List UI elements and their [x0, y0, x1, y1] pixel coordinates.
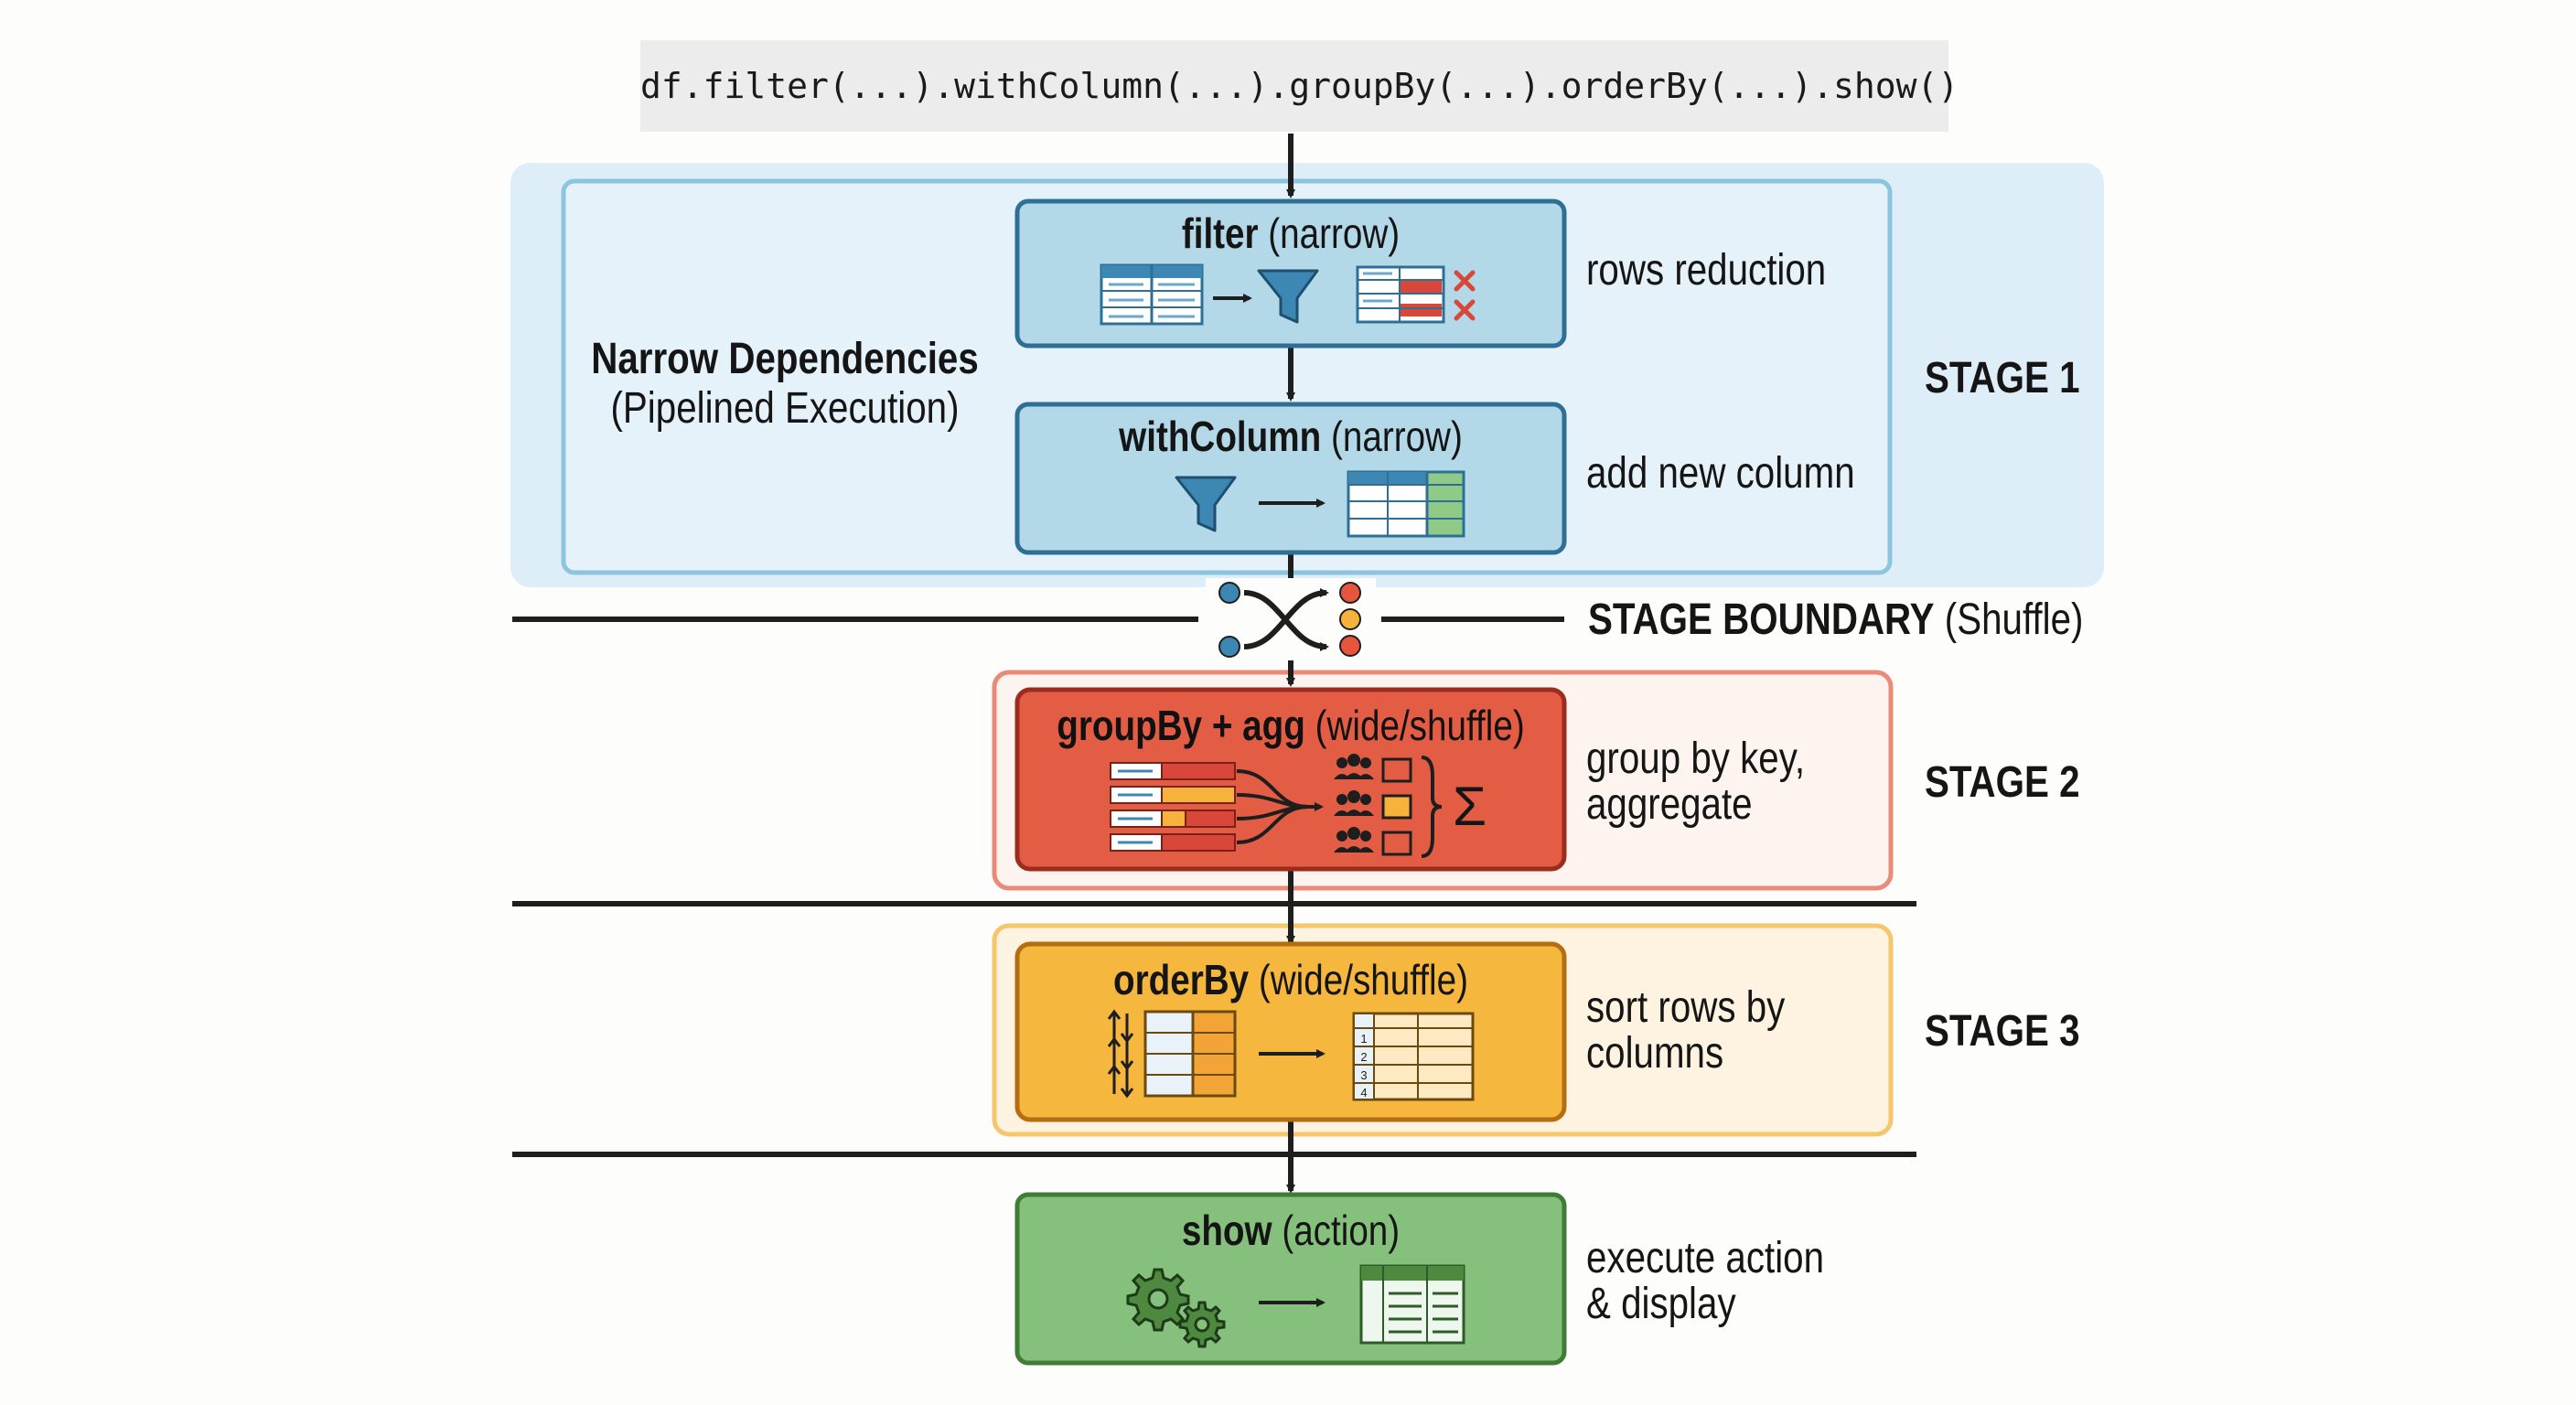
- rank-4: 4: [1360, 1086, 1367, 1099]
- sort-arrows-icon: [1107, 1009, 1134, 1099]
- boundary-text: STAGE BOUNDARY: [1588, 595, 1935, 644]
- group-title: Narrow Dependencies: [591, 335, 979, 383]
- narrow-dependencies-title: Narrow Dependencies: [591, 335, 979, 384]
- rank-2: 2: [1360, 1050, 1367, 1064]
- shuffle-icon: [1206, 578, 1376, 660]
- orderby-title: orderBy (wide/shuffle): [1113, 955, 1468, 1004]
- groupby-box: [1014, 687, 1567, 872]
- filter-op: filter: [1181, 209, 1259, 257]
- groupby-kind: (wide/shuffle): [1315, 702, 1525, 749]
- gears-icon: [1126, 1268, 1226, 1348]
- show-op: show: [1181, 1207, 1272, 1254]
- x-mark-icon: [1454, 270, 1476, 321]
- table-new-column-icon: [1347, 470, 1465, 538]
- show-kind: (action): [1282, 1207, 1401, 1254]
- groupby-note-2: aggregate: [1586, 780, 1753, 829]
- stage2-label: STAGE 2: [1925, 758, 2080, 807]
- stage-boundary-label: STAGE BOUNDARY (Shuffle): [1588, 595, 2083, 645]
- withcolumn-kind: (narrow): [1330, 413, 1463, 460]
- orderby-note-2: columns: [1586, 1029, 1724, 1078]
- orderby-kind: (wide/shuffle): [1258, 956, 1469, 1003]
- filter-kind: (narrow): [1268, 209, 1401, 257]
- sorted-table-icon: 1 2 3 4: [1352, 1012, 1475, 1101]
- show-box: [1014, 1192, 1567, 1366]
- groupby-op: groupBy + agg: [1057, 702, 1305, 749]
- code-line: df.filter(...).withColumn(...).groupBy(.…: [640, 40, 1959, 132]
- withcolumn-box: [1014, 402, 1567, 555]
- output-table-icon: [1359, 1264, 1465, 1345]
- show-note-2: & display: [1586, 1280, 1736, 1328]
- table-icon: [1100, 263, 1204, 326]
- show-title: show (action): [1182, 1206, 1400, 1255]
- rank-1: 1: [1360, 1032, 1367, 1046]
- filter-title: filter (narrow): [1182, 209, 1400, 258]
- orderby-box: 1 2 3 4: [1014, 941, 1567, 1122]
- orderby-op: orderBy: [1112, 956, 1250, 1003]
- withcolumn-op: withColumn: [1119, 413, 1322, 460]
- filter-box: [1014, 198, 1567, 349]
- stage3-label: STAGE 3: [1925, 1007, 2080, 1056]
- group-subtitle: (Pipelined Execution): [610, 384, 960, 433]
- withcolumn-title: withColumn (narrow): [1119, 412, 1463, 461]
- orderby-note-1: sort rows by: [1586, 983, 1786, 1032]
- show-note-1: execute action: [1586, 1234, 1825, 1282]
- boundary-sub: (Shuffle): [1944, 595, 2084, 644]
- groupby-title: groupBy + agg (wide/shuffle): [1057, 701, 1524, 750]
- filter-note: rows reduction: [1586, 246, 1827, 295]
- stage1-label: STAGE 1: [1925, 354, 2080, 402]
- rows-icon: [1110, 762, 1236, 852]
- funnel-icon: [1175, 476, 1237, 532]
- filtered-table-icon: [1356, 265, 1445, 324]
- groupby-note-1: group by key,: [1586, 735, 1806, 783]
- people-icon: [1334, 754, 1374, 853]
- unsorted-table-icon: [1143, 1010, 1237, 1098]
- withcolumn-note: add new column: [1586, 449, 1855, 498]
- funnel-icon: [1257, 269, 1319, 324]
- sigma-icon: Σ: [1453, 776, 1487, 837]
- rank-3: 3: [1360, 1068, 1367, 1082]
